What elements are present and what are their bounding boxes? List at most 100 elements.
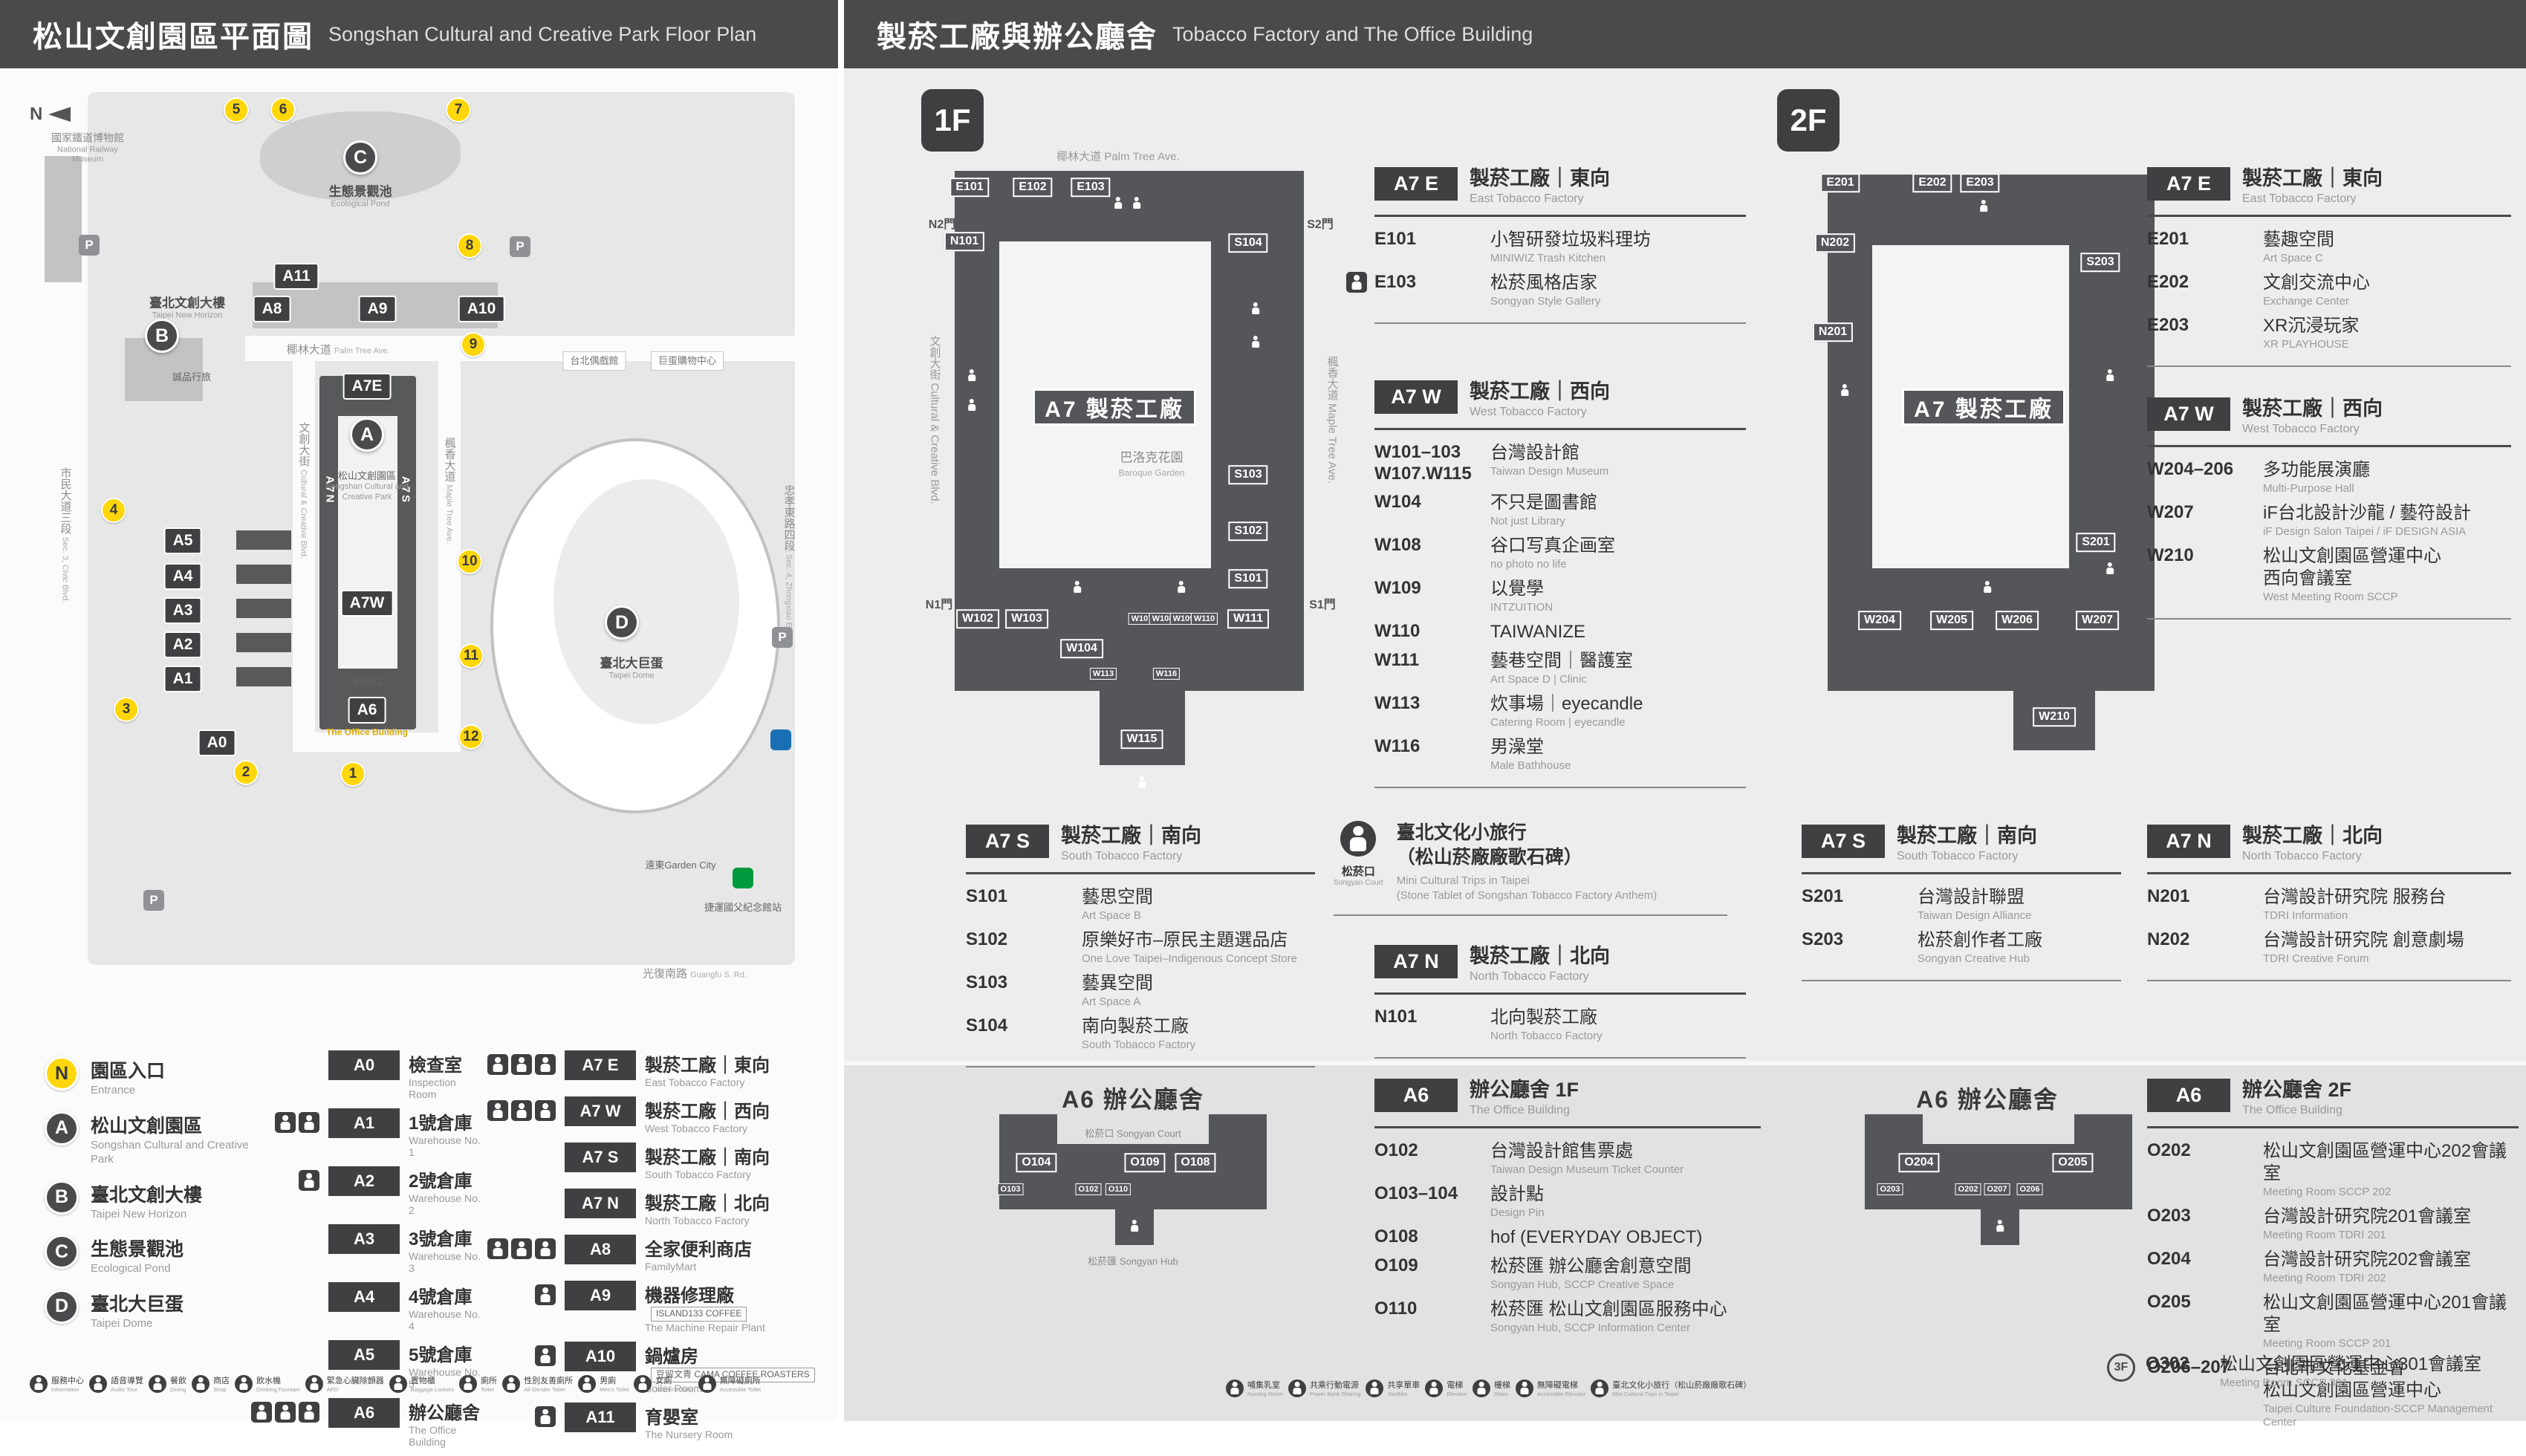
legend-row-icons	[245, 1050, 319, 1054]
room-label: S201	[2076, 533, 2116, 552]
building-badge: A8	[253, 296, 291, 322]
street-label-right: 楓香大道 Maple Tree Ave.	[1325, 355, 1339, 484]
locker-icon	[487, 1238, 508, 1259]
section-badge: A6	[1374, 1079, 1458, 1112]
aed-icon	[305, 1374, 323, 1393]
room-label: O205	[2052, 1153, 2094, 1172]
accessible-icon	[535, 1100, 556, 1121]
audio-guide-icon	[299, 1112, 319, 1133]
directory-row: O108 hof (EVERYDAY OBJECT)	[1374, 1226, 1703, 1248]
directory-3f-row: 3F O302 松山文創園區營運中心301會議室 Meeting Room SC…	[2107, 1353, 2481, 1390]
office-plan-1f: A6 辦公廳舍 松菸口 Songyan Court 松菸匯 Songyan Hu…	[977, 1073, 1289, 1296]
poi-marker: A	[45, 1111, 79, 1145]
cafe-icon	[535, 1345, 556, 1366]
street-label: 市民大道三段 Sec. 3, Civic Blvd.	[59, 467, 72, 603]
street-label: 光復南路 Guangfu S. Rd.	[642, 967, 747, 981]
legend-row-icons	[245, 1282, 319, 1286]
room-label: W107	[1128, 612, 1156, 625]
bus-stop-icon	[770, 729, 791, 750]
nursing-room-icon	[487, 1100, 508, 1121]
section-badge: A6	[2147, 1079, 2230, 1112]
poi-pin: D	[605, 605, 639, 640]
floor-3f-marker: 3F	[2107, 1353, 2135, 1382]
warehouse-5-building	[236, 530, 291, 550]
drinking-fountain-icon	[235, 1374, 253, 1393]
legend-row-icons	[245, 1398, 319, 1423]
room-label: O104	[1016, 1153, 1057, 1172]
room-label: N202	[1814, 233, 1856, 253]
info-icon	[30, 1374, 48, 1393]
court-item-en-2: (Stone Tablet of Songshan Tobacco Factor…	[1396, 889, 1658, 903]
accessible-icon	[535, 1238, 556, 1259]
entrance-number-marker: 4	[101, 498, 126, 523]
facility-icon	[1248, 301, 1263, 316]
street-label: 文創大街 Cultural & Creative Blvd.	[297, 422, 311, 559]
room-label: E201	[1820, 173, 1860, 192]
area-label: 捷運國父紀念館站	[704, 901, 782, 913]
facility-icon	[1111, 195, 1126, 210]
factory-center-label-2f: A7 製菸工廠	[1902, 389, 2065, 426]
room-label: O109	[1124, 1153, 1166, 1172]
locker-icon	[389, 1374, 407, 1393]
legend-row-icons	[481, 1403, 556, 1427]
cafe-icon	[535, 1284, 556, 1305]
right-header: 製菸工廠與辦公廳舍 Tobacco Factory and The Office…	[844, 0, 2526, 68]
building-badge: A3	[163, 597, 202, 624]
office-west-wing	[999, 1114, 1057, 1145]
legend-row-icons	[245, 1166, 319, 1191]
legend-row-icons	[481, 1050, 556, 1075]
directory-row: W110 TAIWANIZE	[1374, 620, 1585, 642]
room-label: O110	[1105, 1183, 1131, 1196]
facility-icon	[1248, 334, 1263, 349]
songyan-court-icon	[1340, 821, 1377, 857]
accessible-icon	[275, 1402, 296, 1423]
gate-label: S1門	[1309, 599, 1336, 611]
building-code-badge: A11	[565, 1402, 636, 1432]
all-gender-toilet-icon	[502, 1374, 521, 1393]
warehouse-2-building	[236, 633, 291, 652]
accessible-icon	[535, 1054, 556, 1075]
restroom-icon	[511, 1100, 532, 1121]
legend-row-icons	[245, 1108, 319, 1133]
building-code-badge: A2	[328, 1166, 400, 1196]
facility-icon	[1980, 579, 1995, 594]
legend-row-icons	[481, 1235, 556, 1259]
right-title-en: Tobacco Factory and The Office Building	[1172, 22, 1533, 45]
street-label-top: 椰林大道 Palm Tree Ave.	[1056, 150, 1180, 163]
gate-label: S2門	[1307, 218, 1334, 231]
wing-label: A7N	[323, 475, 337, 505]
parking-icon: P	[772, 627, 793, 648]
room-label: W110	[1190, 612, 1218, 625]
factory-plan-panel: 製菸工廠與辦公廳舍 Tobacco Factory and The Office…	[844, 0, 2526, 1429]
building-code-badge: A7 E	[565, 1050, 636, 1080]
metro-icon	[733, 868, 753, 888]
building-badge: A5	[163, 527, 202, 554]
building-badge: A1	[163, 666, 202, 692]
area-label: 遠東Garden City	[645, 859, 716, 871]
room-label: W103	[1005, 609, 1048, 628]
legend-row-icons	[481, 1342, 556, 1366]
